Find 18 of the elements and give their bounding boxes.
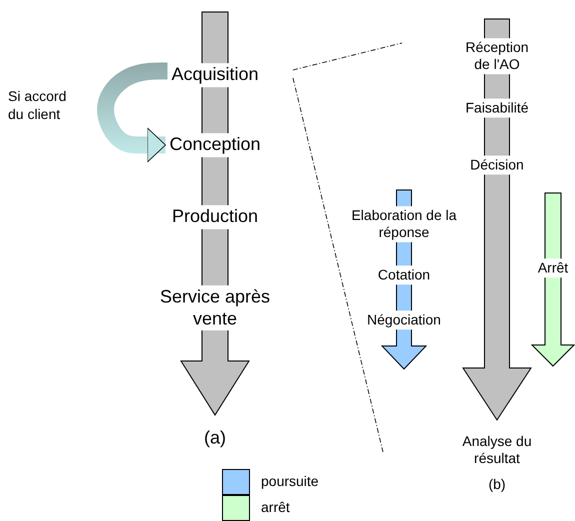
stage-label: Négociation	[367, 312, 441, 328]
legend-label: poursuite	[261, 473, 319, 489]
panel-caption: (a)	[204, 428, 226, 448]
stage-label: Production	[172, 206, 258, 228]
stage-label: Cotation	[378, 266, 430, 284]
stage-label: Analyse du résultat	[461, 433, 533, 467]
edge-label: Si accord du client	[8, 87, 68, 124]
legend-label: arrêt	[261, 499, 290, 515]
panel-caption: (b)	[488, 476, 506, 492]
curved-arrow	[97, 62, 170, 162]
stage-label: Réception de l'AO	[464, 39, 530, 73]
stage-label: Service après vente	[159, 286, 271, 330]
stage-label: Faisabilité	[465, 100, 529, 116]
stage-label: Elaboration de la réponse	[351, 207, 457, 241]
stage-label: Arrêt	[538, 260, 568, 276]
stage-label: Conception	[169, 134, 261, 156]
stage-label: Décision	[470, 156, 524, 174]
stage-label: Acquisition	[171, 64, 259, 86]
